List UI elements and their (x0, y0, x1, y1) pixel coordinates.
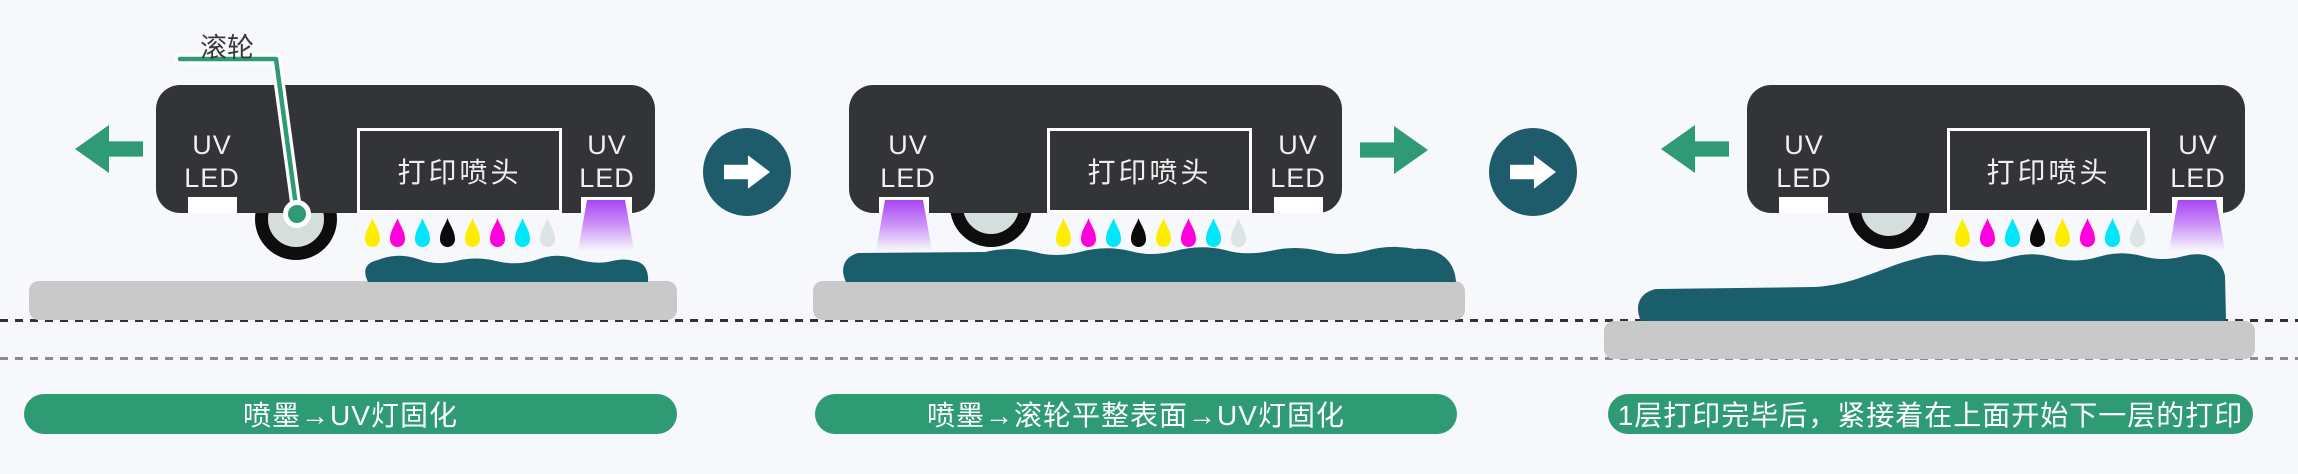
print-bed (813, 281, 1465, 320)
ink-droplet (415, 218, 430, 247)
callout-leader-line (177, 56, 299, 209)
uv-beam (2169, 200, 2225, 251)
printed-layer-stage-2 (843, 246, 1456, 282)
ink-droplet (465, 218, 480, 247)
ink-droplet (1156, 218, 1171, 247)
caption-text: 1层打印完毕后，紧接着在上面开始下一层的打印 (1617, 400, 2244, 431)
uv-led-line2: LED (1776, 163, 1832, 193)
ink-droplet (2080, 218, 2095, 247)
ink-droplet (1131, 218, 1146, 247)
ink-droplet (390, 218, 405, 247)
ink-droplet (1980, 218, 1995, 247)
uv-led-line1: UV (192, 130, 232, 160)
uv-led-line2: LED (1270, 163, 1326, 193)
print-nozzle-label: 打印喷头 (397, 156, 522, 188)
dashed-reference-line-lower (0, 357, 2298, 360)
uv-led-line2: LED (880, 163, 936, 193)
uv-beam (578, 200, 634, 251)
ink-droplet (2105, 218, 2120, 247)
ink-droplet (1206, 218, 1221, 247)
ink-droplet (490, 218, 505, 247)
caption-pill: 喷墨→滚轮平整表面→UV灯固化 (815, 394, 1457, 434)
uv-led-line2: LED (184, 163, 240, 193)
ink-droplet (1231, 218, 1246, 247)
ink-droplet (515, 218, 530, 247)
ink-droplet (2030, 218, 2045, 247)
ink-droplet (1106, 218, 1121, 247)
print-nozzle-box: 打印喷头 (1947, 128, 2150, 213)
uv-led-window (1274, 197, 1323, 213)
roller-callout-dot (283, 200, 311, 228)
ink-droplet (440, 218, 455, 247)
print-nozzle-box: 打印喷头 (1047, 128, 1252, 213)
right-arrow-icon (1510, 155, 1556, 189)
flow-next-icon (703, 128, 791, 216)
ink-droplet (2055, 218, 2070, 247)
ink-droplet (2130, 218, 2145, 247)
caption-pill: 1层打印完毕后，紧接着在上面开始下一层的打印 (1608, 394, 2253, 434)
ink-droplet (540, 218, 555, 247)
print-nozzle-label: 打印喷头 (1087, 156, 1212, 188)
caption-pill: 喷墨→UV灯固化 (24, 394, 677, 434)
ink-droplet (2005, 218, 2020, 247)
uv-led-window (1779, 197, 1828, 213)
ink-droplet (1081, 218, 1096, 247)
printed-layer-stage-1 (365, 255, 649, 282)
uv-led-line1: UV (1278, 130, 1318, 160)
right-arrow-icon (724, 155, 770, 189)
print-nozzle-box: 打印喷头 (357, 128, 562, 213)
print-bed-lowered (1604, 321, 2255, 359)
uv-led-line1: UV (888, 130, 928, 160)
ink-droplet (1181, 218, 1196, 247)
ink-droplet-row (1955, 218, 2145, 247)
ink-droplet-row (365, 218, 555, 247)
print-bed (29, 281, 677, 320)
uv-led-line1: UV (587, 130, 627, 160)
print-nozzle-label: 打印喷头 (1986, 156, 2111, 188)
roller-callout-label: 滚轮 (200, 33, 254, 63)
uv-led-line1: UV (2178, 130, 2218, 160)
ink-droplet-row (1056, 218, 1246, 247)
ink-droplet (1955, 218, 1970, 247)
uv-beam (876, 200, 932, 251)
uv-led-line2: LED (2170, 163, 2226, 193)
ink-droplet (365, 218, 380, 247)
caption-text: 喷墨→滚轮平整表面→UV灯固化 (927, 400, 1345, 431)
flow-next-icon (1489, 128, 1577, 216)
ink-droplet (1056, 218, 1071, 247)
dashed-reference-line-upper (0, 319, 2298, 322)
uv-led-window (188, 197, 237, 213)
printed-layer-stage-3 (1637, 253, 2226, 321)
uv-led-line1: UV (1784, 130, 1824, 160)
uv-led-line2: LED (579, 163, 635, 193)
caption-text: 喷墨→UV灯固化 (243, 400, 458, 431)
